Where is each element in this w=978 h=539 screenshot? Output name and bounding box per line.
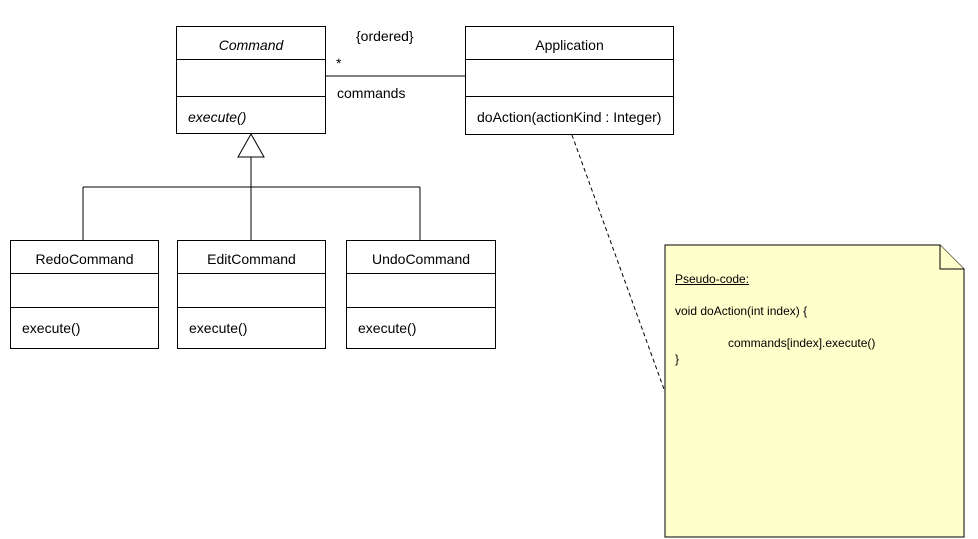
operations-compartment: execute() <box>177 97 325 133</box>
class-redo-command[interactable]: RedoCommand execute() <box>10 240 159 349</box>
note-fold <box>939 245 964 270</box>
class-name: RedoCommand <box>11 241 158 274</box>
class-application[interactable]: Application doAction(actionKind : Intege… <box>465 26 674 135</box>
operations-compartment: execute() <box>347 308 495 348</box>
note-code-line: } <box>675 352 680 366</box>
note-title: Pseudo-code: <box>675 272 750 286</box>
note-code-line: commands[index].execute() <box>728 336 876 350</box>
class-name: Application <box>466 27 673 60</box>
association-constraint: {ordered} <box>356 28 414 44</box>
attributes-compartment <box>347 274 495 308</box>
attributes-compartment <box>177 60 325 97</box>
operation: execute() <box>358 320 417 336</box>
association-role: commands <box>337 85 406 101</box>
attributes-compartment <box>178 274 325 308</box>
operation: execute() <box>188 109 247 125</box>
operation: execute() <box>22 320 81 336</box>
operation: doAction(actionKind : Integer) <box>477 109 662 125</box>
note-shape <box>664 244 965 538</box>
operations-compartment: doAction(actionKind : Integer) <box>466 97 673 134</box>
attributes-compartment <box>11 274 158 308</box>
class-edit-command[interactable]: EditCommand execute() <box>177 240 326 349</box>
class-command[interactable]: Command execute() <box>176 26 326 134</box>
class-name: Command <box>177 27 325 60</box>
class-name: UndoCommand <box>347 241 495 274</box>
operations-compartment: execute() <box>11 308 158 348</box>
generalization-arrowhead <box>237 132 265 158</box>
note-anchor-line <box>571 134 666 393</box>
class-name: EditCommand <box>178 241 325 274</box>
attributes-compartment <box>466 60 673 97</box>
operations-compartment: execute() <box>178 308 325 348</box>
class-undo-command[interactable]: UndoCommand execute() <box>346 240 496 349</box>
association-multiplicity: * <box>336 55 342 71</box>
operation: execute() <box>189 320 248 336</box>
note-code-line: void doAction(int index) { <box>675 304 808 318</box>
